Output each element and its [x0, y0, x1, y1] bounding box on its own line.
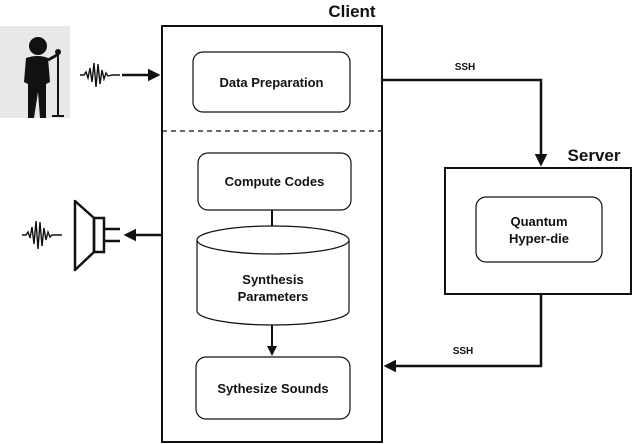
- ssh-to-server-label: SSH: [454, 62, 476, 73]
- data-preparation-box: [192, 51, 351, 113]
- data-preparation-label: Data Preparation: [219, 74, 324, 90]
- ssh-to-server-arrow: [382, 78, 548, 167]
- quantum-hyperdie-label: Quantum Hyper-die: [509, 213, 569, 246]
- speaker-icon: [73, 199, 120, 272]
- ssh-from-server-arrow: [383, 294, 543, 373]
- ssh-from-server-label: SSH: [452, 346, 474, 357]
- input-wave-icon: [80, 62, 120, 88]
- singer-icon: [0, 26, 70, 118]
- server-box: [444, 167, 632, 295]
- synthesis-parameters-cylinder: [196, 225, 350, 326]
- quantum-hyperdie-box: [475, 196, 603, 263]
- server-title: Server: [567, 146, 621, 165]
- compute-codes-label: Compute Codes: [224, 174, 325, 189]
- output-wave-icon: [22, 220, 62, 250]
- client-title: Client: [328, 2, 376, 21]
- synthesize-sounds-box: [195, 356, 351, 420]
- synthesis-parameters-label: Synthesis Parameters: [237, 272, 309, 304]
- compute-codes-box: [197, 152, 352, 211]
- synthesize-sounds-label: Sythesize Sounds: [217, 380, 329, 396]
